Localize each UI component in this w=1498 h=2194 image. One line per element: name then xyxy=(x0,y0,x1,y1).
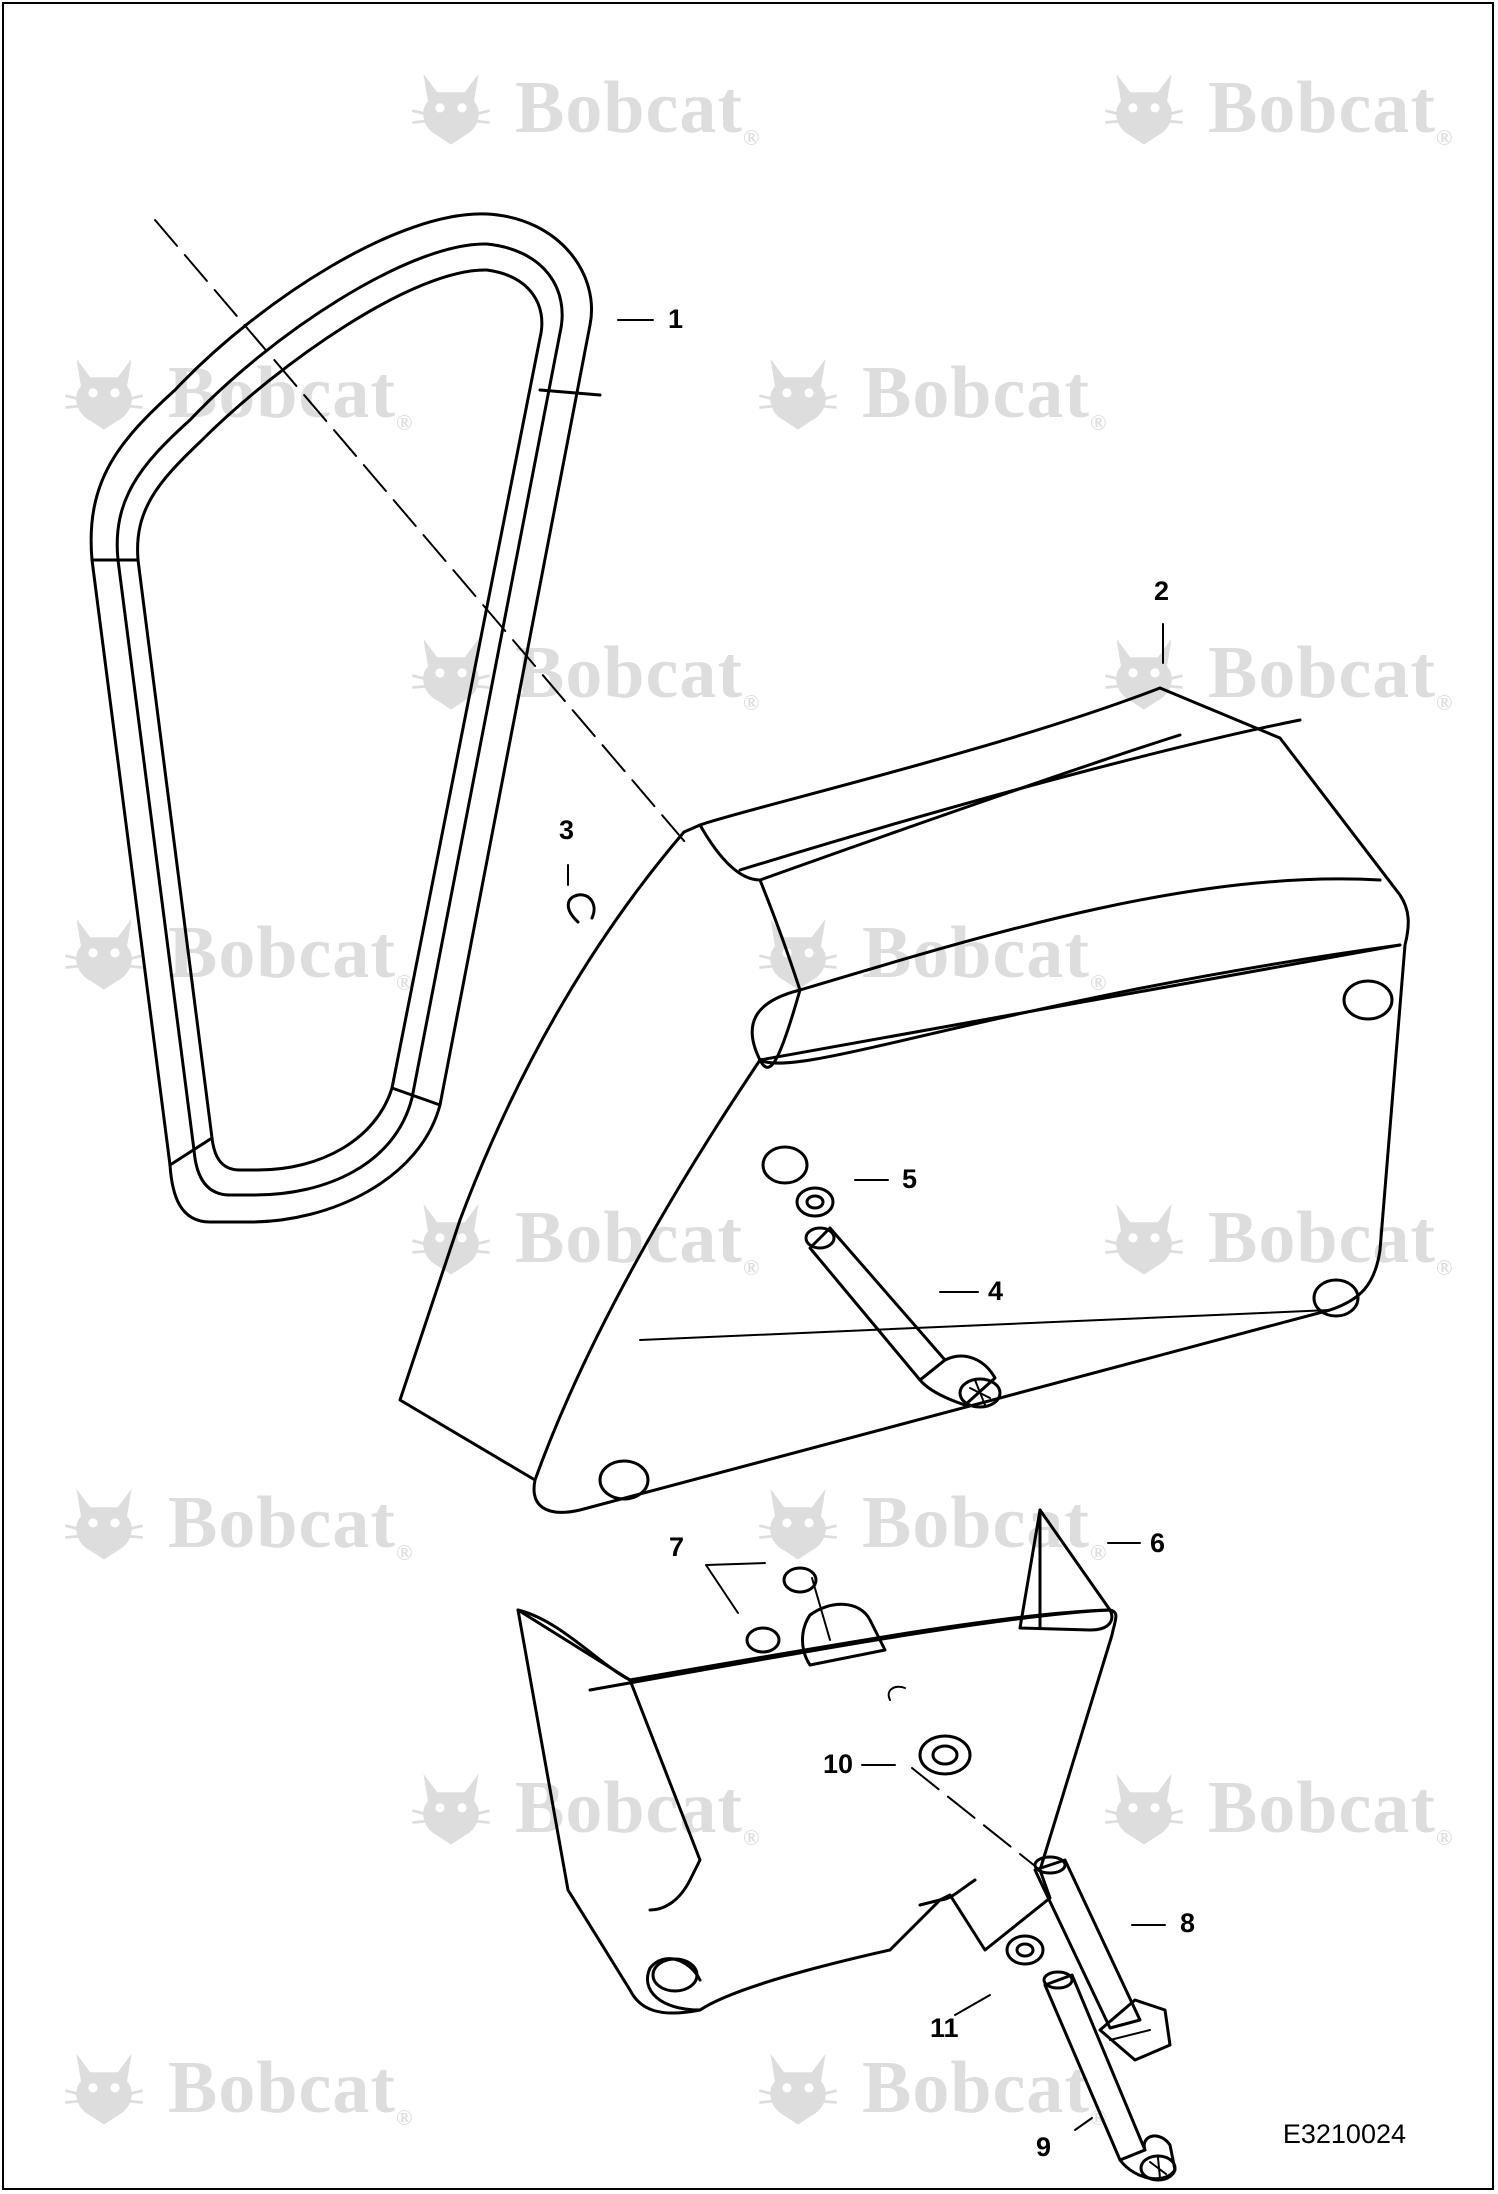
callout-3: 3 xyxy=(559,815,575,845)
callout-7: 7 xyxy=(669,1532,685,1562)
part-9-leader xyxy=(1074,2117,1093,2131)
callout-1: 1 xyxy=(668,304,684,334)
part-9-socket-screw xyxy=(1042,1970,1177,2182)
callout-6: 6 xyxy=(1150,1528,1166,1558)
housing-screw-hole-bottom-right xyxy=(1312,1278,1360,1318)
housing-screw-hole-bottom-left xyxy=(598,1459,650,1501)
callout-9: 9 xyxy=(1036,2132,1052,2162)
part-2-housing xyxy=(398,686,1410,1514)
part-5-washer xyxy=(795,1186,835,1218)
callout-8: 8 xyxy=(1180,1908,1196,1938)
part-4-screw xyxy=(804,1226,1002,1409)
housing-screw-hole-upper-left xyxy=(761,1145,809,1185)
alignment-line-8 xyxy=(911,1767,1041,1871)
part-3-clip xyxy=(566,893,596,924)
alignment-line-1 xyxy=(154,219,686,843)
part-7-leader xyxy=(705,1562,766,1614)
part-1-trim-ring xyxy=(89,212,602,1224)
callout-4: 4 xyxy=(988,1276,1004,1306)
part-8-hex-bolt xyxy=(1033,1855,1172,2062)
callout-10: 10 xyxy=(823,1749,854,1779)
figure-code: E3210024 xyxy=(1282,2119,1406,2149)
callout-5: 5 xyxy=(902,1164,918,1194)
part-11-washer xyxy=(1005,1934,1045,1966)
callout-2: 2 xyxy=(1154,576,1170,606)
callout-11: 11 xyxy=(930,2013,959,2043)
part-7-pins xyxy=(745,1566,887,1667)
part-11-leader xyxy=(954,1994,991,2016)
part-10-washer xyxy=(918,1734,972,1776)
part-6-bracket xyxy=(516,1508,1118,2015)
housing-screw-hole-top-right xyxy=(1342,979,1394,1021)
